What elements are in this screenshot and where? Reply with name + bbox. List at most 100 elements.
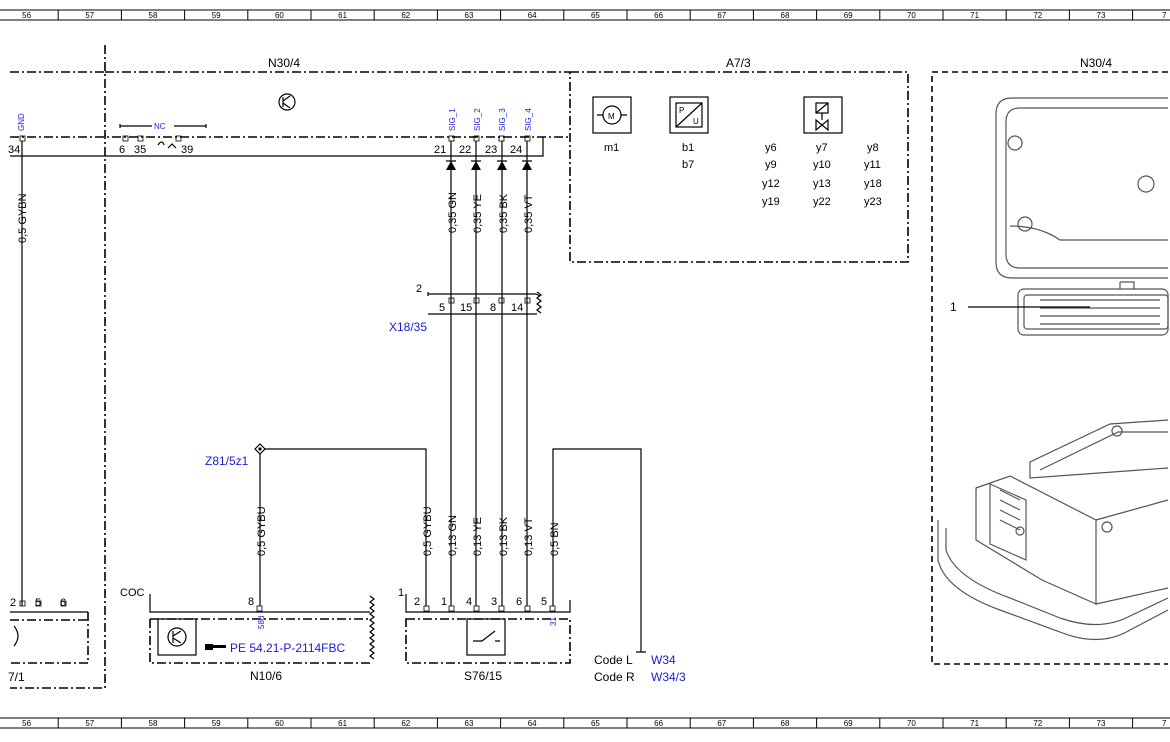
- grid-number: 62: [401, 719, 410, 728]
- pin-6: 6: [119, 144, 125, 156]
- x18-connector: 2 5 15 8 14 X18/35: [389, 283, 542, 334]
- n30-photo-frame: [931, 71, 1168, 665]
- grid-number: 57: [85, 719, 94, 728]
- a73-y22: y22: [813, 196, 831, 208]
- code-list: Code L W34 Code R W34/3: [594, 653, 686, 684]
- grid-number: 72: [1033, 719, 1042, 728]
- sig2-label: SIG_2: [473, 108, 482, 131]
- z81-label[interactable]: Z81/5z1: [205, 454, 249, 468]
- s76-pin-3: 3: [491, 596, 497, 608]
- a73-b7: b7: [682, 159, 694, 171]
- grid-number: 71: [970, 11, 979, 20]
- grid-number: 60: [275, 11, 284, 20]
- s76-pin-4: 4: [466, 596, 472, 608]
- wire-035-vt: 0,35 VT: [523, 194, 535, 233]
- grid-number: 73: [1097, 11, 1106, 20]
- a73-y12: y12: [762, 178, 780, 190]
- svg-text:U: U: [693, 117, 699, 126]
- svg-text:P: P: [679, 106, 684, 115]
- n30-right-label: N30/4: [1080, 56, 1112, 70]
- a73-y13: y13: [813, 178, 831, 190]
- code-r-value[interactable]: W34/3: [651, 670, 686, 684]
- pin-35: 35: [134, 144, 146, 156]
- grid-number: 70: [907, 11, 916, 20]
- grid-number: 61: [338, 719, 347, 728]
- n10-component: COC 8 58d PE 54.21-P-2114FBC N10/6: [120, 587, 375, 683]
- grid-number: 73: [1097, 719, 1106, 728]
- x18-label[interactable]: X18/35: [389, 320, 427, 334]
- s76-pin-2: 2: [414, 596, 420, 608]
- grid-number: 71: [970, 719, 979, 728]
- wire-013-vt: 0,13 VT: [523, 517, 535, 556]
- code-l-label: Code L: [594, 653, 633, 667]
- left-pin-5: 5: [35, 597, 41, 609]
- grid-number: 68: [781, 11, 790, 20]
- grid-number: 56: [22, 11, 31, 20]
- grid-number: 58: [149, 719, 158, 728]
- left-partial-label: 7/1: [8, 670, 25, 684]
- z81-splice: Z81/5z1 0,5 GYBU 0,5 GYBU: [205, 443, 434, 606]
- code-l-value[interactable]: W34: [651, 653, 676, 667]
- wire-035-bk: 0,35 BK: [498, 193, 510, 233]
- grid-number: 60: [275, 719, 284, 728]
- valve-icon: [803, 96, 843, 134]
- sig1-label: SIG_1: [448, 108, 457, 131]
- a73-y7: y7: [816, 142, 828, 154]
- grid-number: 69: [844, 11, 853, 20]
- n10-label: N10/6: [250, 669, 282, 683]
- grid-number: 63: [465, 719, 474, 728]
- s76-switch-icon: [473, 630, 500, 642]
- nc-label: NC: [154, 122, 166, 131]
- pin-23: 23: [485, 144, 497, 156]
- left-pin-2: 2: [10, 597, 16, 609]
- grid-number: 67: [717, 719, 726, 728]
- transistor-icon: [278, 93, 296, 111]
- x18-pin-5: 5: [439, 302, 445, 314]
- gybn-wire-label: 0,5 GYBN: [17, 193, 29, 243]
- left-pin-6: 6: [60, 597, 66, 609]
- sig3-label: SIG_3: [498, 108, 507, 131]
- grid-number: 72: [1033, 11, 1042, 20]
- coc-label: COC: [120, 587, 145, 599]
- grid-number: 66: [654, 11, 663, 20]
- s76-label: S76/15: [464, 669, 502, 683]
- grid-number: 7: [1162, 719, 1167, 728]
- a73-y8: y8: [867, 142, 879, 154]
- lower-wire-labels: 0,13 GN 0,13 YE 0,13 BK 0,13 VT 0,5 BN: [447, 515, 561, 556]
- a73-y19: y19: [762, 196, 780, 208]
- grid-number: 62: [401, 11, 410, 20]
- grid-number: 63: [465, 11, 474, 20]
- left-partial-component: 2 5 6 7/1: [8, 597, 89, 684]
- wire-035-gn: 0,35 GN: [447, 192, 459, 233]
- left-frame: [10, 45, 106, 689]
- grid-number: 7: [1162, 11, 1167, 20]
- grid-number: 65: [591, 11, 600, 20]
- a73-frame: [569, 71, 909, 263]
- grid-number: 59: [212, 719, 221, 728]
- s76-pin-1: 1: [441, 596, 447, 608]
- pin-35-mark: [137, 135, 144, 142]
- switch-icon: [157, 141, 177, 149]
- grid-number: 57: [85, 11, 94, 20]
- a73-y23: y23: [864, 196, 882, 208]
- gnd-label: GND: [17, 113, 26, 131]
- s76-pin-6: 6: [516, 596, 522, 608]
- grid-number: 70: [907, 719, 916, 728]
- upper-signal-wires: 0,35 GN 0,35 YE 0,35 BK 0,35 VT: [446, 141, 535, 606]
- n30-pin-strip: [10, 137, 544, 157]
- s76-pin-31: 31: [549, 617, 558, 626]
- s76-number: 1: [398, 587, 404, 599]
- a73-y10: y10: [813, 159, 831, 171]
- n30-photo: 1: [937, 97, 1169, 641]
- pe-reference-link[interactable]: PE 54.21-P-2114FBC: [230, 641, 346, 655]
- pin-22: 22: [459, 144, 471, 156]
- grid-number: 58: [149, 11, 158, 20]
- callout-1: 1: [950, 300, 957, 314]
- pin-39-mark: [175, 135, 182, 142]
- pin-24: 24: [510, 144, 522, 156]
- grid-number: 66: [654, 719, 663, 728]
- x18-pin-15: 15: [460, 302, 472, 314]
- pointing-hand-icon: [205, 644, 226, 650]
